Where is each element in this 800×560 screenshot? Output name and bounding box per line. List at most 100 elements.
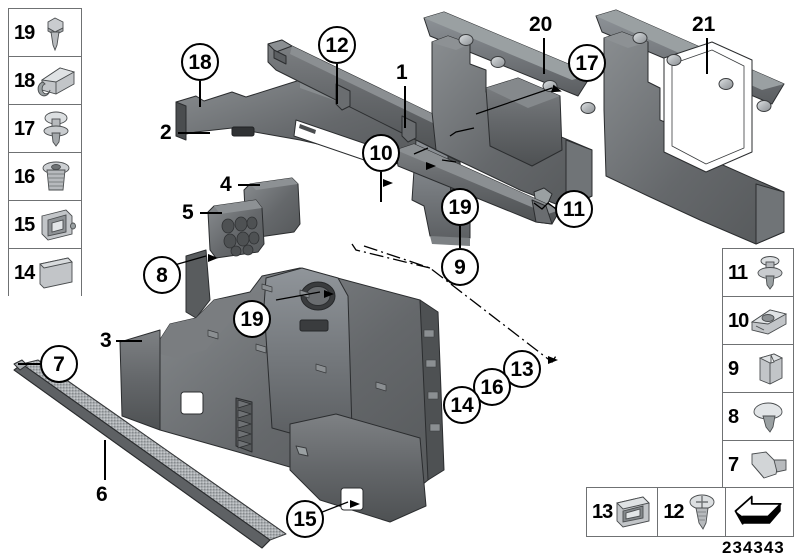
legend-item-16[interactable]: 16 <box>9 153 81 201</box>
callout-label: 12 <box>325 33 349 57</box>
part-4-cover <box>243 177 301 239</box>
expanding-rivet-icon <box>43 111 69 147</box>
mushroom-head-clip-icon <box>753 402 783 433</box>
legend-item-7[interactable]: 7 <box>723 441 793 489</box>
callout-9[interactable]: 9 <box>441 248 479 286</box>
flat-cover-plate-icon <box>39 257 73 289</box>
flat-head-bolt-icon <box>42 161 70 190</box>
legend-item-8[interactable]: 8 <box>723 393 793 441</box>
legend-item-18[interactable]: 18 <box>9 57 81 105</box>
leader-5 <box>200 212 222 214</box>
legend-number: 8 <box>728 405 739 428</box>
callout-11[interactable]: 11 <box>555 190 593 228</box>
slotted-grommet-icon <box>616 496 651 528</box>
part-6-mesh-strip <box>13 359 287 549</box>
callout-label: 13 <box>510 357 534 381</box>
part-5-speaker-grille <box>207 199 265 259</box>
leader-2 <box>178 132 210 134</box>
leader-12 <box>336 64 338 104</box>
callout-label: 8 <box>156 263 168 287</box>
clip-bracket-icon <box>37 67 76 96</box>
legend-row-bottom: 13 12 <box>586 487 794 537</box>
callout-15[interactable]: 15 <box>286 500 324 538</box>
legend-number: 11 <box>728 261 748 284</box>
callout-17[interactable]: 17 <box>568 44 606 82</box>
legend-number: 9 <box>728 357 739 380</box>
label-1: 1 <box>396 61 408 84</box>
callout-19-lower[interactable]: 19 <box>233 300 271 338</box>
legend-column-left: 19 18 17 <box>8 8 82 297</box>
legend-item-9[interactable]: 9 <box>723 345 793 393</box>
legend-item-17[interactable]: 17 <box>9 105 81 153</box>
legend-number: 12 <box>663 501 684 523</box>
leader-18 <box>199 81 201 107</box>
part-21-panel-assembly <box>595 9 785 245</box>
callout-label: 11 <box>562 197 586 221</box>
legend-number: 19 <box>14 21 35 44</box>
leader-19-upper <box>459 226 461 248</box>
callout-label: 19 <box>240 307 264 331</box>
label-6: 6 <box>96 483 108 506</box>
legend-item-direction-arrow[interactable] <box>725 488 793 536</box>
callout-label: 10 <box>369 141 393 165</box>
callout-13[interactable]: 13 <box>503 350 541 388</box>
legend-column-right: 11 10 9 <box>722 248 794 489</box>
callout-label: 7 <box>53 352 65 376</box>
callout-label: 9 <box>454 255 466 279</box>
legend-number: 18 <box>14 69 35 92</box>
legend-number: 15 <box>14 213 35 236</box>
sheet-metal-nut-icon <box>750 309 788 334</box>
leader-3 <box>116 340 142 342</box>
legend-item-15[interactable]: 15 <box>9 201 81 249</box>
label-21: 21 <box>692 13 716 36</box>
legend-number: 13 <box>592 501 613 523</box>
callout-label: 16 <box>480 375 504 399</box>
legend-number: 17 <box>14 117 35 140</box>
hex-head-screw-icon <box>47 16 64 51</box>
leader-6 <box>104 440 106 480</box>
diagram-id-number: 234343 <box>722 538 785 557</box>
legend-item-11[interactable]: 11 <box>723 249 793 297</box>
leader-20 <box>543 38 545 74</box>
leader-4 <box>238 184 260 186</box>
legend-item-14[interactable]: 14 <box>9 249 81 297</box>
callout-10[interactable]: 10 <box>362 134 400 172</box>
legend-item-12[interactable]: 12 <box>658 488 726 536</box>
square-socket-nut-icon <box>758 353 784 384</box>
callout-12[interactable]: 12 <box>318 26 356 64</box>
legend-item-10[interactable]: 10 <box>723 297 793 345</box>
legend-item-19[interactable]: 19 <box>9 9 81 57</box>
push-rivet-icon <box>757 255 783 290</box>
callout-8[interactable]: 8 <box>143 256 181 294</box>
callout-18[interactable]: 18 <box>181 43 219 81</box>
label-3: 3 <box>100 329 112 352</box>
label-4: 4 <box>220 173 232 196</box>
leader-lines <box>149 87 557 517</box>
callout-14[interactable]: 14 <box>443 386 481 424</box>
leader-7 <box>18 363 42 365</box>
legend-number: 14 <box>14 262 35 284</box>
phillips-pan-screw-icon <box>689 494 715 530</box>
direction-arrow-icon <box>734 495 782 525</box>
callout-label: 17 <box>575 51 599 75</box>
recessed-handle-icon <box>41 209 76 240</box>
callout-label: 19 <box>448 195 472 219</box>
legend-number: 10 <box>728 309 749 332</box>
label-5: 5 <box>182 201 194 224</box>
legend-item-13[interactable]: 13 <box>587 488 659 536</box>
callout-label: 14 <box>450 393 474 417</box>
callout-label: 18 <box>188 50 212 74</box>
label-2: 2 <box>160 121 172 144</box>
leader-10 <box>380 172 382 202</box>
callout-7[interactable]: 7 <box>40 345 78 383</box>
label-20: 20 <box>529 13 553 36</box>
legend-number: 16 <box>14 165 35 188</box>
angled-hook-clip-icon <box>751 451 787 479</box>
callout-label: 15 <box>293 507 317 531</box>
callout-19-upper[interactable]: 19 <box>441 188 479 226</box>
part-20-panel-assembly <box>423 11 596 209</box>
leader-1 <box>404 86 406 128</box>
legend-number: 7 <box>728 454 739 476</box>
